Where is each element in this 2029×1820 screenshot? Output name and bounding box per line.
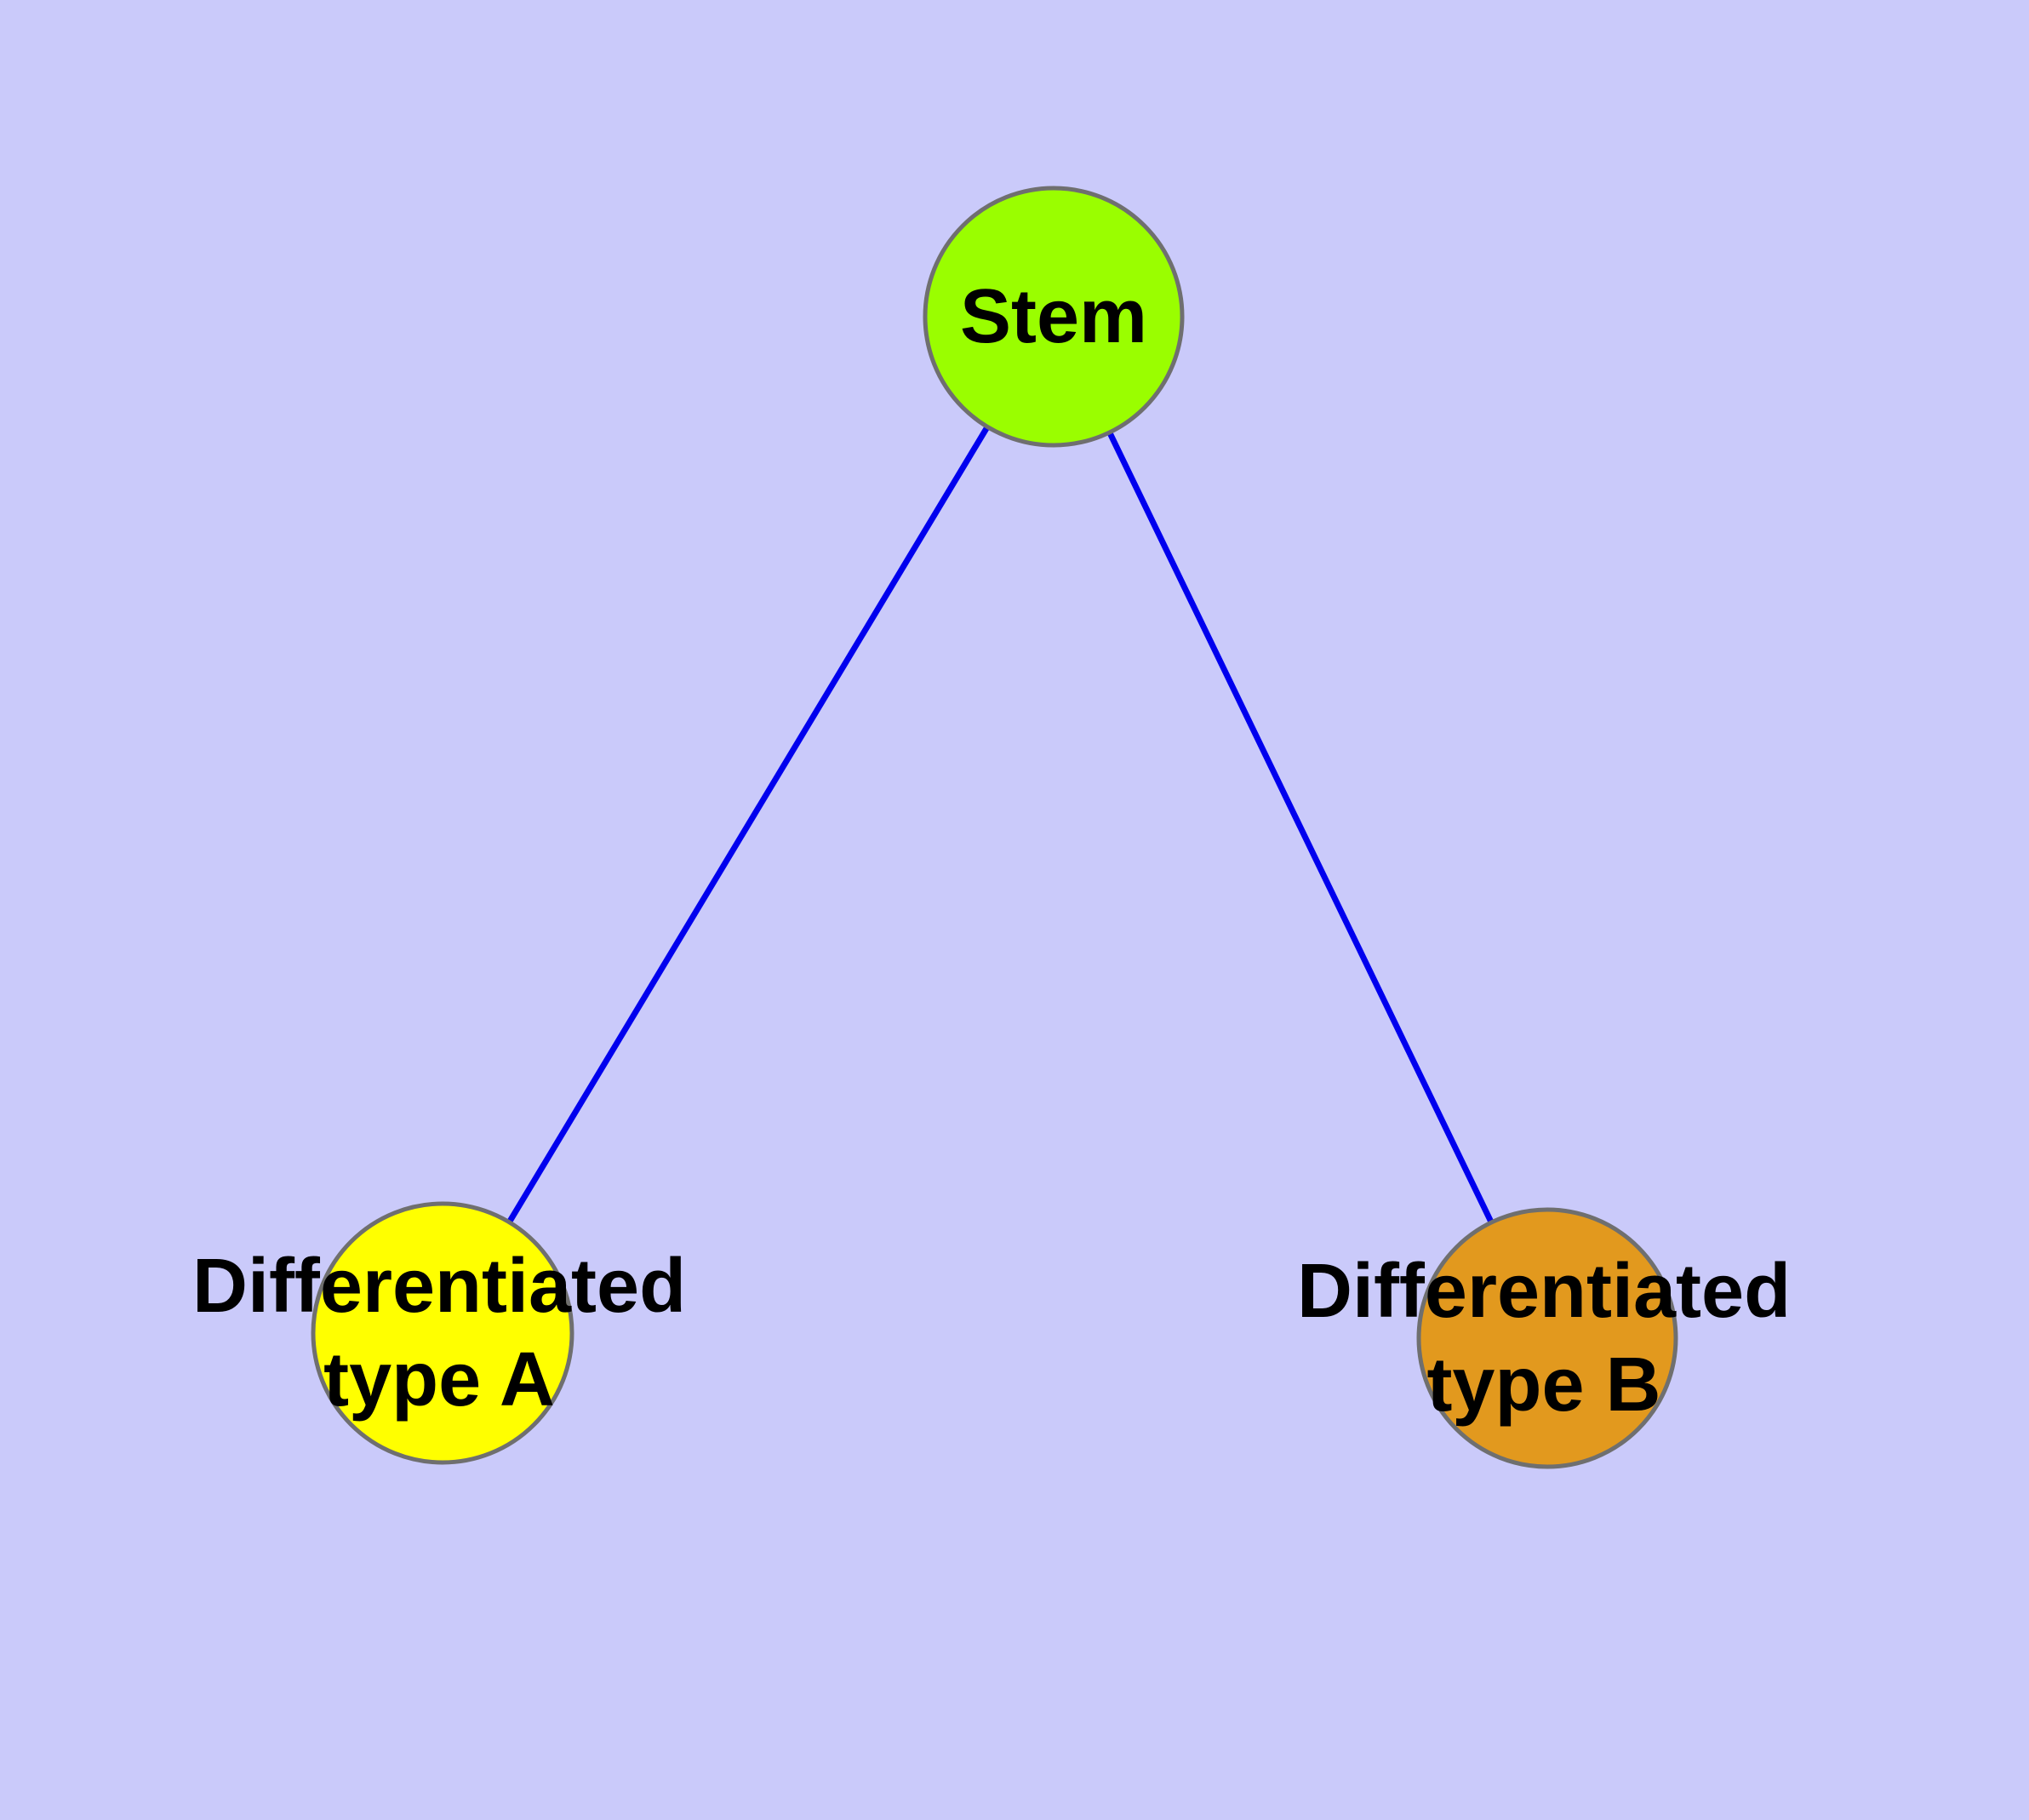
node-differentiated-type-b	[1416, 1207, 1678, 1469]
node-stem	[923, 186, 1185, 448]
edge-stem-to-type-b	[1050, 315, 1551, 1340]
edge-stem-to-type-a	[440, 315, 1056, 1335]
node-differentiated-type-a	[311, 1201, 574, 1465]
